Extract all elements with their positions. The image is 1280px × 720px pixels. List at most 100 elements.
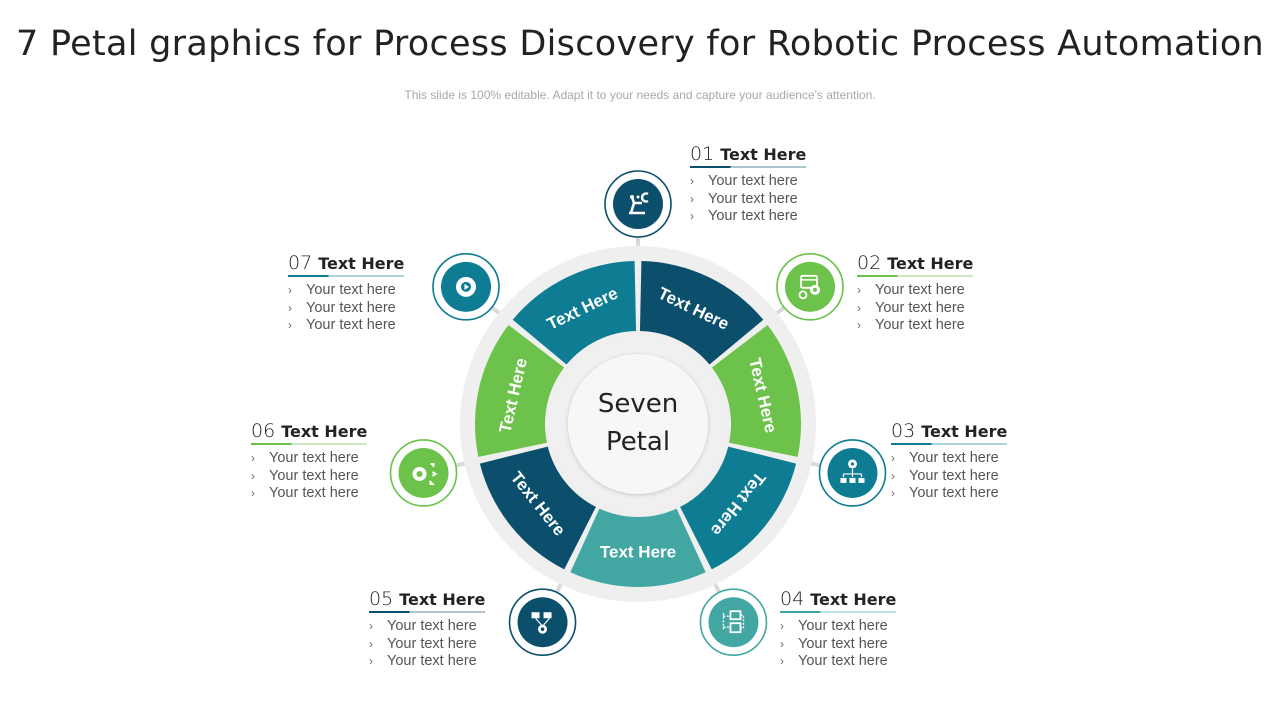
petal-6 <box>475 325 565 457</box>
chevron-right-icon: › <box>780 619 784 633</box>
bullet-list: ›Your text here›Your text here›Your text… <box>780 618 930 671</box>
item-title: Text Here <box>887 254 974 273</box>
icons-group <box>389 170 887 657</box>
header-underline <box>690 166 807 168</box>
item-title: Text Here <box>720 145 807 164</box>
bullet-text: Your text here <box>798 653 888 669</box>
bullet-text: Your text here <box>269 467 359 484</box>
bullet-text: Your text here <box>708 173 798 189</box>
bullet-item: › Your text here <box>369 618 519 636</box>
gear-arrows-icon <box>389 439 458 507</box>
item-title: Text Here <box>281 422 368 441</box>
bullet-item: ›Your text here <box>369 636 519 654</box>
bullet-text: Your text here <box>909 450 999 466</box>
bullet-item: › Your text here <box>369 653 519 671</box>
chevron-right-icon: › <box>780 654 784 668</box>
chevron-right-icon: › <box>288 283 292 297</box>
chevron-right-icon: › <box>369 654 373 668</box>
bullet-list: ›Your text here›Your text here›Your text… <box>288 282 438 335</box>
chevron-right-icon: › <box>891 468 895 483</box>
bullet-item: › Your text here <box>891 468 1041 486</box>
chevron-right-icon: › <box>780 636 784 651</box>
chevron-right-icon: › <box>369 619 373 633</box>
bullet-text: Your text here <box>875 299 965 316</box>
bullet-text: Your text here <box>909 467 999 484</box>
bullet-text: Your text here <box>269 450 359 466</box>
bullet-text: Your text here <box>269 485 359 501</box>
chevron-right-icon: › <box>690 209 694 223</box>
chevron-right-icon: › <box>857 318 861 332</box>
center-line-1: Seven <box>597 389 679 419</box>
gear-play-icon <box>432 253 500 321</box>
icon-disc <box>708 597 759 648</box>
text-block-02: 02 Text Here › Your text here › Your text her… <box>857 252 1007 335</box>
petal-label-4: Text Here <box>600 543 676 562</box>
bullet-item: › Your text here <box>690 191 840 209</box>
bullet-item: › Your text here <box>251 485 401 503</box>
bullet-item: › Your text here <box>288 282 438 300</box>
item-title: Text Here <box>318 254 405 273</box>
robot-arm-icon <box>604 170 672 238</box>
chevron-right-icon: › <box>891 451 895 465</box>
bullet-item: › Your text here <box>690 208 840 226</box>
center-circle <box>568 354 708 494</box>
bullet-text: Your text here <box>798 635 888 652</box>
item-number: 03 <box>891 420 916 442</box>
header-underline <box>780 611 897 613</box>
item-title: Text Here <box>399 590 486 609</box>
header-underline <box>891 443 1008 445</box>
bullet-text: Your text here <box>708 190 798 207</box>
chevron-right-icon: › <box>251 451 255 465</box>
chevron-right-icon: › <box>251 486 255 500</box>
bullet-text: Your text here <box>306 282 396 298</box>
bullet-item: › Your text here <box>891 485 1041 503</box>
bullet-text: Your text here <box>306 317 396 333</box>
chevron-right-icon: › <box>690 191 694 206</box>
bullet-text: Your text here <box>387 653 477 669</box>
bullet-text: Your text here <box>909 485 999 501</box>
bullet-list: ›Your text here›Your text here›Your text… <box>857 282 1007 335</box>
gear-hierarchy-icon <box>818 439 887 507</box>
petal-7 <box>512 261 637 365</box>
petal-3 <box>680 446 797 570</box>
bullet-list: ›Your text here›Your text here›Your text… <box>690 173 840 226</box>
flowchart-icon <box>699 588 768 657</box>
chevron-right-icon: › <box>369 636 373 651</box>
bullet-item: › Your text here <box>288 317 438 335</box>
item-header: 03 Text Here <box>891 420 1008 445</box>
center-line-2: Petal <box>605 427 671 457</box>
bullet-text: Your text here <box>708 208 798 224</box>
chevron-right-icon: › <box>891 486 895 500</box>
bullet-text: Your text here <box>387 618 477 634</box>
bullet-text: Your text here <box>875 317 965 333</box>
chevron-right-icon: › <box>251 468 255 483</box>
slide-title: 7 Petal graphics for Process Discovery f… <box>15 24 1265 64</box>
header-underline <box>369 611 486 613</box>
bullet-item: ›Your text here <box>780 618 930 636</box>
item-number: 02 <box>857 252 882 274</box>
bullet-item: ›Your text here <box>857 282 1007 300</box>
text-block-03: 03 Text Here › Your text here › Your text her… <box>891 420 1041 503</box>
flags-gear-icon <box>508 588 577 657</box>
bullet-text: Your text here <box>875 282 965 298</box>
petal-1 <box>639 261 764 365</box>
slide-subtitle: This slide is 100% editable. Adapt it to… <box>404 88 876 102</box>
chevron-right-icon: › <box>857 300 861 315</box>
bullet-text: Your text here <box>306 299 396 316</box>
item-header: 02 Text Here <box>857 252 974 277</box>
chevron-right-icon: › <box>288 318 292 332</box>
item-number: 06 <box>251 420 276 442</box>
bullet-item: ›Your text here <box>288 300 438 318</box>
bullet-item: › Your text here <box>857 300 1007 318</box>
icon-disc <box>517 597 568 648</box>
bullet-item: ›Your text here <box>690 173 840 191</box>
item-title: Text Here <box>921 422 1008 441</box>
